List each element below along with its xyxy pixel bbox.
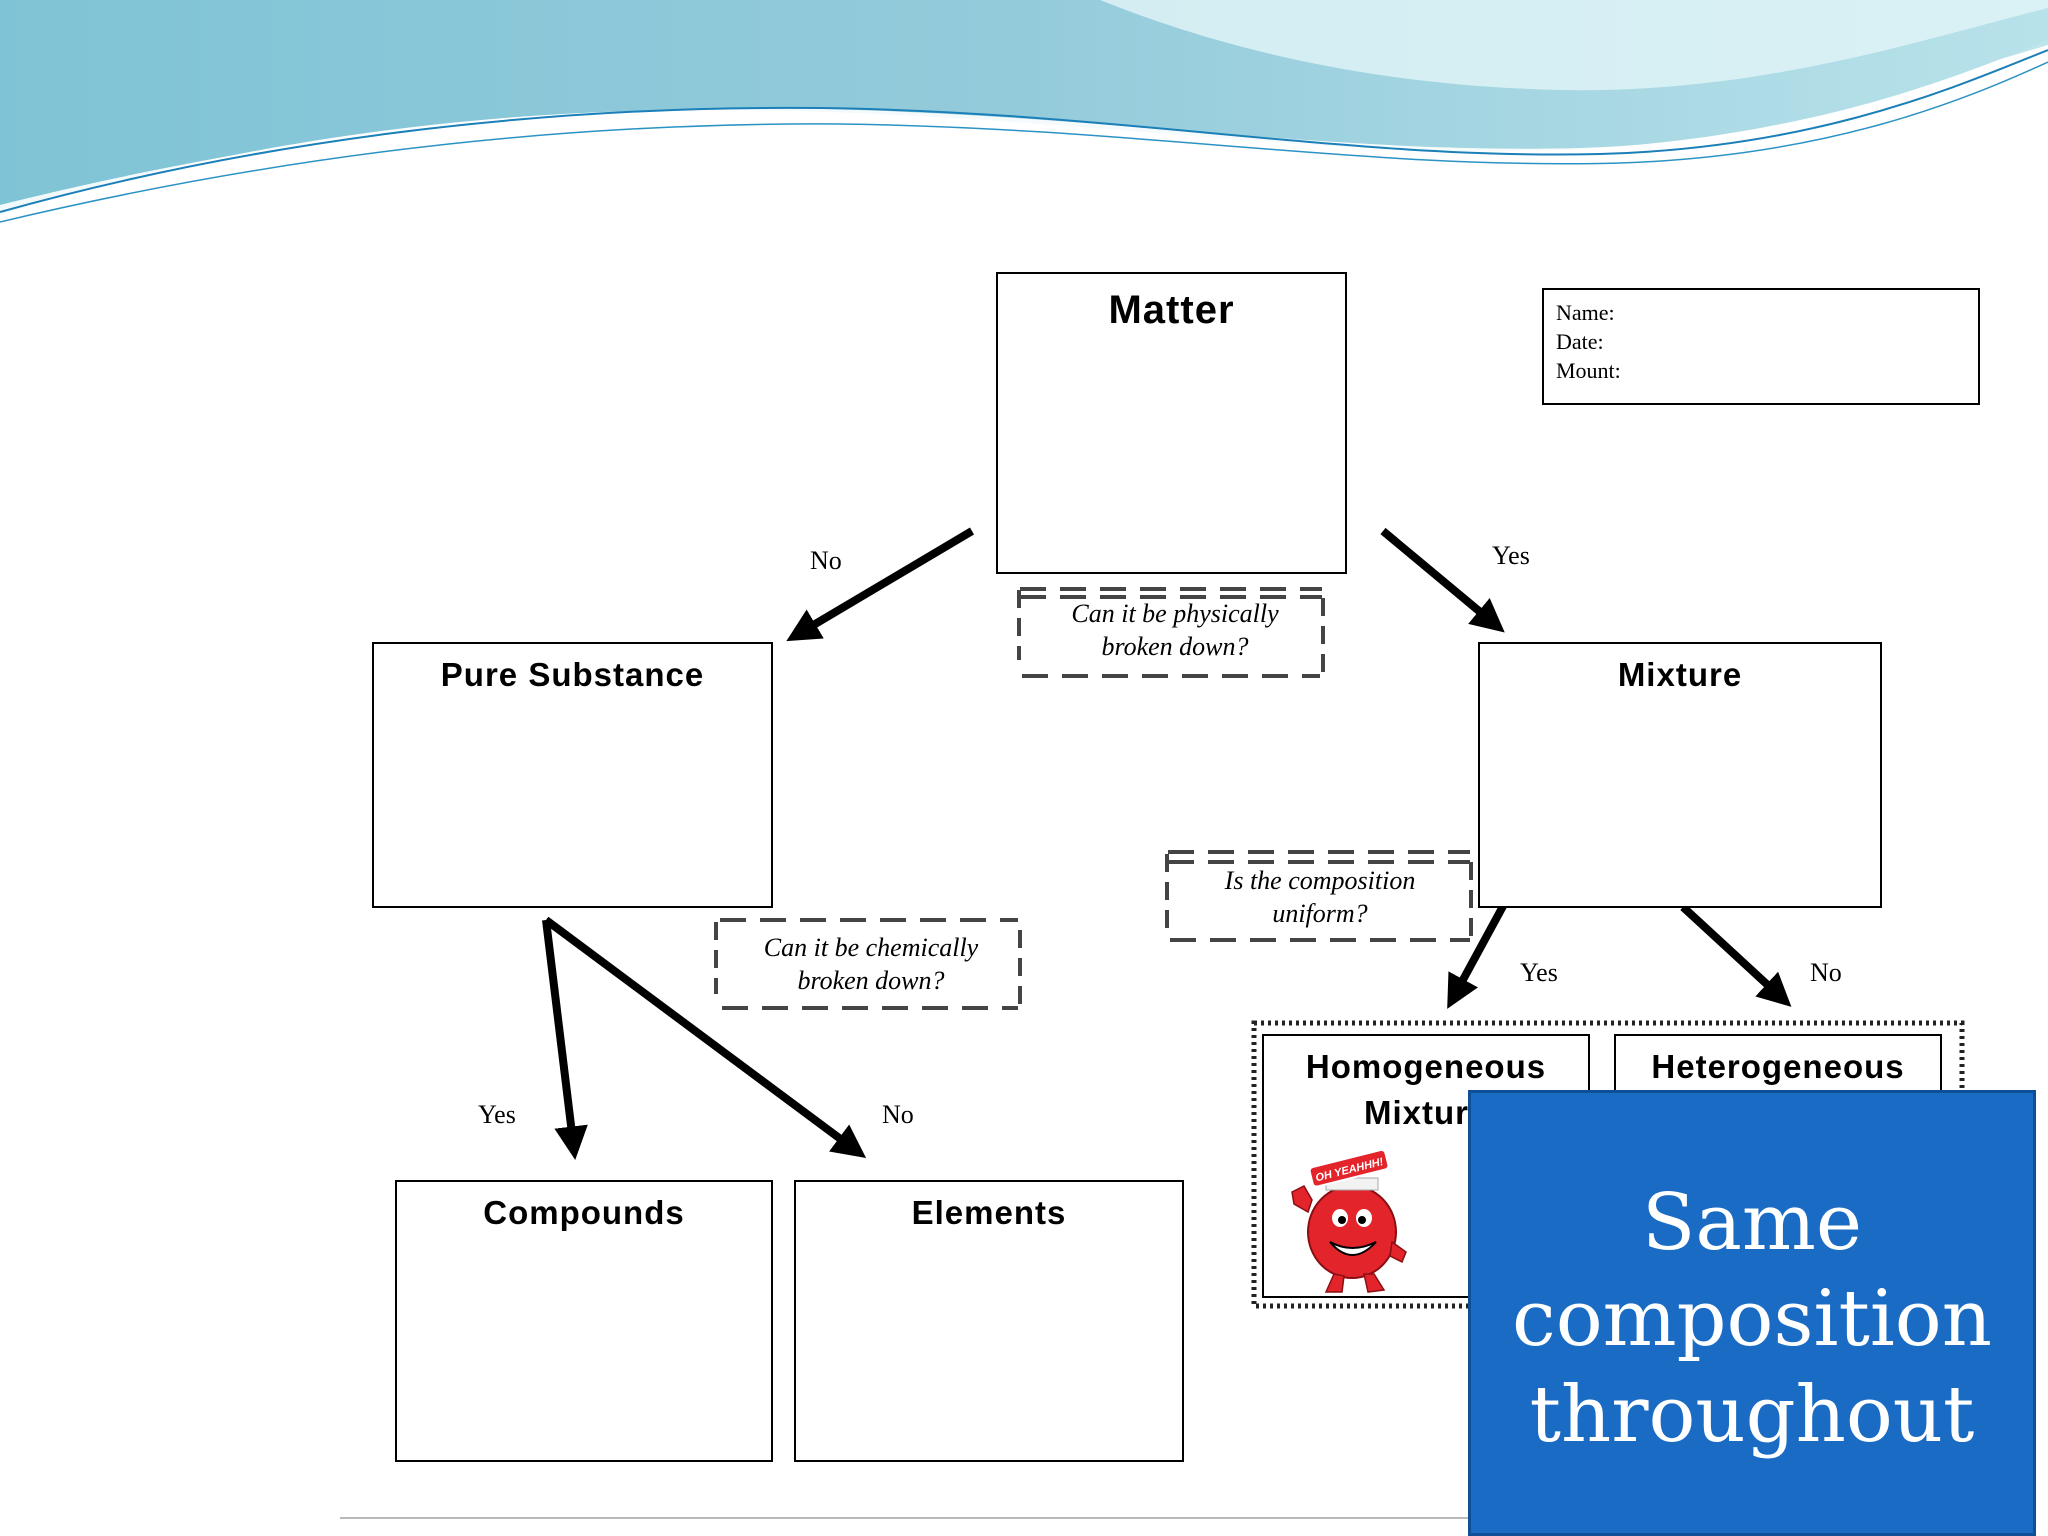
arrow-matter-to-mixture [1380,527,1505,633]
question-chemically: Can it be chemically broken down? [726,931,1016,997]
arrow-mixture-to-heterogeneous [1680,904,1792,1007]
arrow-mixture-to-homogeneous [1447,895,1512,1009]
node-pure-substance: Pure Substance [372,642,773,908]
node-matter: Matter [996,272,1347,574]
arrow-matter-to-pure-substance [786,527,975,642]
edge-label-matter-to-mixture: Yes [1492,541,1530,570]
node-pure-substance-label: Pure Substance [440,656,705,693]
question-box-physically-border [1017,587,1325,678]
edge-label-mixture-to-homogeneous: Yes [1520,958,1558,987]
header-wave-decoration [0,0,2048,230]
node-elements: Elements [794,1180,1184,1462]
edge-label-mixture-to-heterogeneous: No [1810,958,1842,987]
question-physically-line1: Can it be physically [1071,599,1279,628]
info-name-label: Name: [1556,300,1615,325]
question-composition-line1: Is the composition [1224,866,1416,895]
callout-line-3: throughout [1529,1370,1975,1460]
node-compounds-label: Compounds [483,1194,685,1231]
node-mixture: Mixture [1478,642,1882,908]
red-pitcher-mascot-image: OH YEAHHH! [1291,1148,1407,1293]
node-homogeneous-label-line2: Mixtur [1364,1094,1469,1131]
node-homogeneous-label-line1: Homogeneous [1305,1048,1547,1085]
node-mixture-label: Mixture [1617,656,1743,693]
node-heterogeneous-label: Heterogeneous [1651,1048,1905,1085]
edge-label-pure-to-compounds: Yes [478,1100,516,1129]
edge-label-pure-to-elements: No [882,1100,914,1129]
question-composition: Is the composition uniform? [1172,864,1468,930]
question-chemically-line1: Can it be chemically [763,933,979,962]
arrow-pure-to-compounds [542,919,588,1161]
question-physically: Can it be physically broken down? [1030,597,1320,663]
question-box-chemically-border [714,918,1022,1010]
info-mount-label: Mount: [1556,358,1621,383]
info-date-label: Date: [1556,329,1604,354]
question-physically-line2: broken down? [1101,632,1249,661]
node-compounds: Compounds [395,1180,773,1462]
callout-line-1: Same [1641,1178,1863,1268]
callout-line-2: composition [1512,1274,1992,1364]
arrow-pure-to-elements [543,916,867,1159]
node-elements-label: Elements [911,1194,1067,1231]
node-matter-label: Matter [1108,288,1235,332]
question-chemically-line2: broken down? [797,966,945,995]
edge-label-matter-to-pure: No [810,546,842,575]
question-composition-line2: uniform? [1272,899,1368,928]
student-info-box: Name: Date: Mount: [1542,288,1980,405]
bottom-divider [340,1517,1470,1519]
definition-callout: Same composition throughout [1468,1090,2036,1536]
question-box-composition-border [1165,850,1473,942]
